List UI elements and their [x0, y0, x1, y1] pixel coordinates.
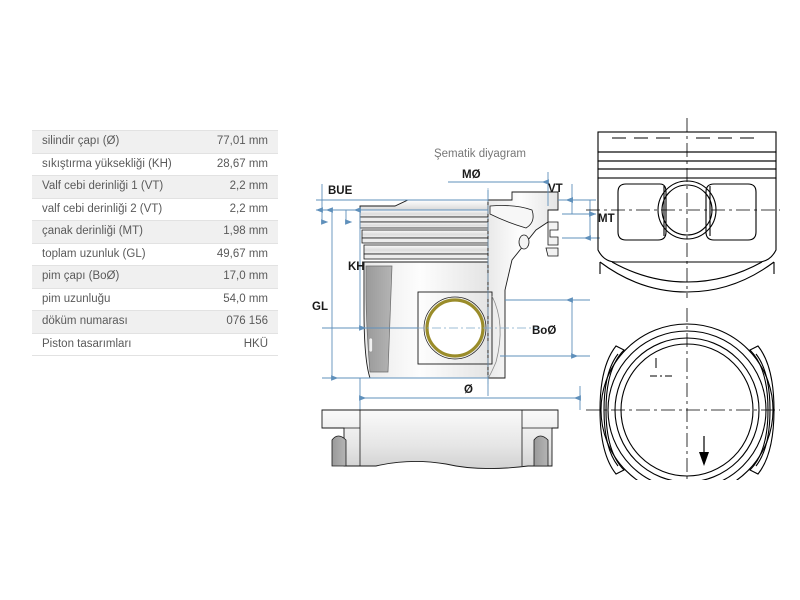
elevation-skirt-left — [617, 183, 667, 241]
technical-line-drawings — [586, 118, 780, 480]
table-row: pim çapı (BoØ) 17,0 mm — [32, 265, 278, 289]
dim-label-bo: BoØ — [532, 325, 556, 337]
underside-contour — [487, 295, 501, 379]
valve-pocket-relief — [489, 205, 534, 229]
spec-label: toplam uzunluk (GL) — [32, 243, 199, 266]
spec-value: 2,2 mm — [198, 175, 278, 199]
plan-direction-arrow — [699, 436, 709, 466]
piston-cross-section-view — [359, 188, 559, 386]
dim-label-kh: KH — [348, 261, 365, 273]
spec-value: 1,98 mm — [198, 220, 278, 244]
table-row: çanak derinliği (MT) 1,98 mm — [32, 220, 278, 244]
bottom-pin-boss-right — [533, 435, 549, 467]
schematic-diagram-title: Şematik diyagram — [433, 148, 527, 160]
piston-front-elevation — [586, 118, 780, 298]
spec-value: 54,0 mm — [198, 288, 278, 311]
plan-reference-mark — [650, 358, 672, 377]
spec-label: Piston tasarımları — [32, 333, 199, 356]
skirt-slot — [368, 337, 373, 353]
spec-label: çanak derinliği (MT) — [32, 220, 199, 244]
spec-value: 17,0 mm — [198, 265, 278, 289]
piston-crown-left — [359, 199, 489, 211]
table-row: sıkıştırma yüksekliği (KH) 28,67 mm — [32, 153, 278, 176]
dim-label-mt: MT — [598, 213, 615, 225]
spec-value: 28,67 mm — [198, 153, 278, 176]
bottom-pin-boss-left — [331, 435, 347, 467]
table-row: Piston tasarımları HKÜ — [32, 333, 278, 356]
spec-table-body: silindir çapı (Ø) 77,01 mm sıkıştırma yü… — [32, 130, 278, 356]
table-row: Valf cebi derinliği 1 (VT) 2,2 mm — [32, 175, 278, 199]
piston-diagram-panel: Şematik diyagram — [300, 110, 780, 480]
spec-label: pim uzunluğu — [32, 288, 199, 311]
spec-value: 076 156 — [198, 310, 278, 334]
dim-label-bue: BUE — [328, 185, 353, 197]
elevation-body — [597, 177, 777, 263]
piston-bottom-view — [321, 409, 559, 470]
table-row: valf cebi derinliği 2 (VT) 2,2 mm — [32, 198, 278, 221]
dimension-annotations — [315, 172, 600, 410]
spec-value: 49,67 mm — [198, 243, 278, 266]
spec-label: sıkıştırma yüksekliği (KH) — [32, 153, 199, 176]
table-row: döküm numarası 076 156 — [32, 310, 278, 334]
table-row: pim uzunluğu 54,0 mm — [32, 288, 278, 311]
spec-label: valf cebi derinliği 2 (VT) — [32, 198, 199, 221]
piston-drawings-svg: BUE GL KH MØ VT MT BoØ Ø — [312, 118, 780, 480]
dim-label-gl: GL — [312, 301, 328, 313]
spec-label: Valf cebi derinliği 1 (VT) — [32, 175, 199, 199]
spec-value: 77,01 mm — [198, 130, 278, 154]
spec-value: 2,2 mm — [198, 198, 278, 221]
bottom-view-outline — [321, 409, 559, 470]
elevation-skirt-right — [705, 183, 757, 241]
plan-relief-left — [599, 345, 625, 475]
table-row: silindir çapı (Ø) 77,01 mm — [32, 130, 278, 154]
table-row: toplam uzunluk (GL) 49,67 mm — [32, 243, 278, 266]
dim-label-diameter: Ø — [464, 384, 473, 396]
ring-land-steps-right — [545, 221, 559, 257]
elevation-skirt-bottom-outer — [599, 261, 775, 293]
spec-label: silindir çapı (Ø) — [32, 130, 199, 154]
spec-value: HKÜ — [198, 333, 278, 356]
spec-label: döküm numarası — [32, 310, 199, 334]
piston-plan-view — [586, 308, 780, 480]
spec-label: pim çapı (BoØ) — [32, 265, 199, 289]
piston-spec-table: silindir çapı (Ø) 77,01 mm sıkıştırma yü… — [32, 130, 278, 356]
cooling-hole — [518, 234, 530, 250]
dim-label-vt: VT — [548, 183, 563, 195]
skirt-shadow-band — [365, 265, 393, 373]
dim-label-mo: MØ — [462, 169, 481, 181]
ring-groove-stack — [359, 209, 489, 260]
plan-relief-right — [749, 345, 775, 475]
